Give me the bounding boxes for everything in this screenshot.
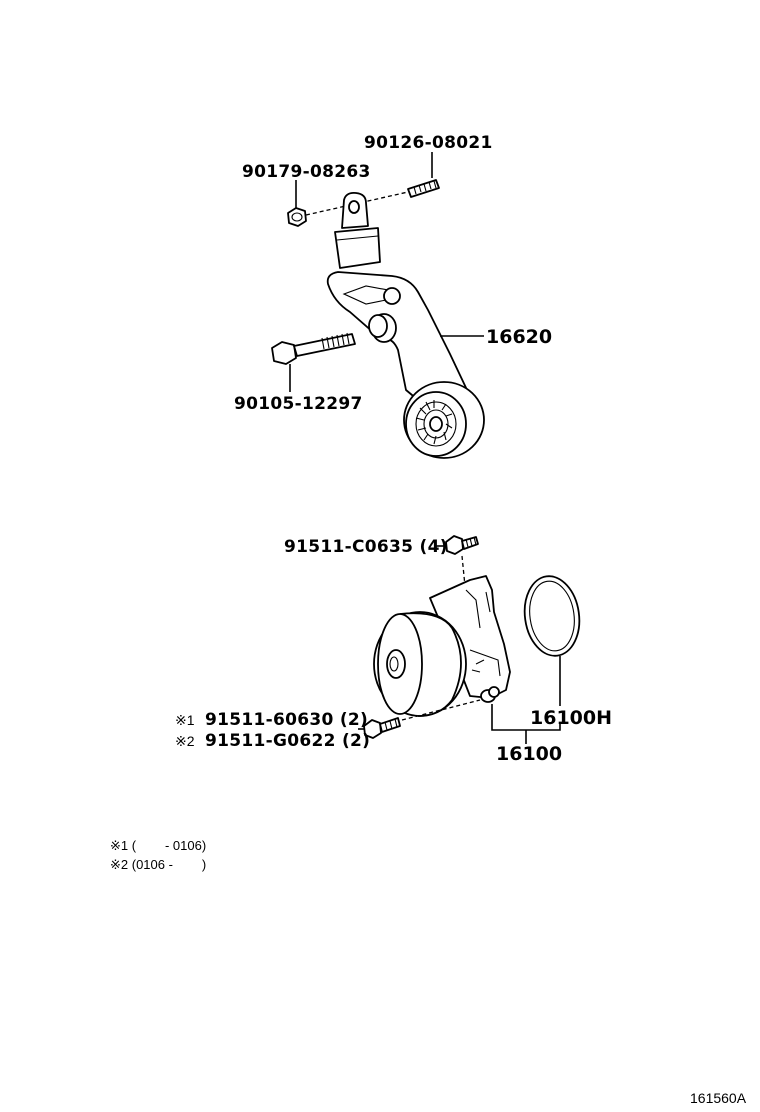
label-tensioner: 16620: [486, 326, 552, 348]
note-2: ※2 (0106 - ): [110, 857, 206, 872]
label-pump-bolt: 91511-C0635 (4): [284, 537, 448, 557]
tensioner-bolt-part: [271, 332, 356, 365]
tensioner-assembly: 90126-08021 90179-08263 16620 90105-1229…: [234, 133, 552, 459]
water-pump-body-part: [373, 575, 511, 717]
tensioner-body-part: [326, 191, 485, 459]
label-pump-bolt-v1: 91511-60630 (2): [205, 710, 368, 730]
label-water-pump: 16100: [496, 743, 562, 765]
nut-part: [287, 207, 307, 227]
water-pump-assembly: 91511-C0635 (4) ※1 91511-60630 (2) ※2 91…: [175, 535, 612, 765]
notes: ※1 ( - 0106) ※2 (0106 - ): [110, 838, 206, 872]
label-nut: 90179-08263: [242, 162, 371, 182]
pump-bolt-part: [445, 535, 479, 555]
label-mark1: ※1: [175, 712, 195, 728]
label-tensioner-bolt: 90105-12297: [234, 394, 363, 414]
label-pump-bolt-v2: 91511-G0622 (2): [205, 731, 370, 751]
stud-bolt-part: [407, 179, 440, 198]
label-mark2: ※2: [175, 733, 195, 749]
note-1: ※1 ( - 0106): [110, 838, 206, 853]
label-gasket: 16100H: [530, 707, 612, 729]
label-stud-bolt: 90126-08021: [364, 133, 493, 153]
diagram-code: 161560A: [690, 1090, 747, 1106]
pump-lower-bolt-part: [363, 717, 401, 739]
gasket-part: [523, 575, 581, 657]
